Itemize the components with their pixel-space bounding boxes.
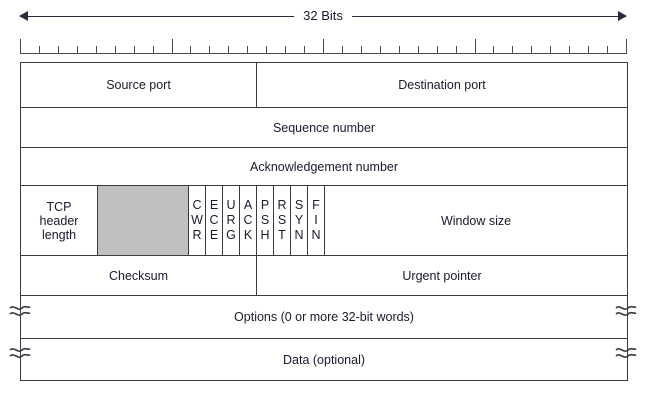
flag-cell-fin: F I N <box>307 185 325 256</box>
flag-letter: S <box>260 213 270 227</box>
cell-window-size: Window size <box>323 185 629 256</box>
flag-letter: H <box>260 228 270 242</box>
ruler-tick-minor <box>550 46 552 54</box>
flag-letter: T <box>278 228 286 242</box>
ruler-tick-major <box>323 39 324 54</box>
flag-letter: Y <box>294 213 304 227</box>
table-row-ports: Source port Destination port <box>20 62 629 108</box>
cell-urgent-pointer: Urgent pointer <box>255 255 629 296</box>
flag-letter: C <box>243 213 253 227</box>
cell-source-port: Source port <box>20 62 257 108</box>
flag-cell-rst: R S T <box>273 185 291 256</box>
arrow-head-right-icon <box>618 11 627 21</box>
ruler-tick-minor <box>76 46 78 54</box>
ruler-tick-minor <box>304 46 306 54</box>
flag-letter: U <box>226 198 236 212</box>
ruler-tick-minor <box>247 46 249 54</box>
ruler-tick-minor <box>114 46 116 54</box>
table-row-sequence: Sequence number <box>19 107 629 148</box>
ruler-tick-minor <box>417 46 419 54</box>
ruler-tick-minor <box>133 46 135 54</box>
ruler-tick-minor <box>228 46 230 54</box>
cell-acknowledgement-number: Acknowledgement number <box>19 147 629 186</box>
ruler-tick-minor <box>341 46 343 54</box>
ruler-tick-minor <box>266 46 268 54</box>
flag-cell-ack: A C K <box>239 185 257 256</box>
flag-cell-cwr: C W R <box>188 185 206 256</box>
flag-letter: G <box>226 228 236 242</box>
arrow-head-left-icon <box>19 11 28 21</box>
ruler-tick-minor <box>38 46 40 54</box>
cell-tcp-header-length: TCP header length <box>20 185 98 256</box>
flag-letter: P <box>260 198 270 212</box>
flag-letter: C <box>209 213 219 227</box>
ruler-tick-major <box>626 39 627 54</box>
cell-sequence-number: Sequence number <box>19 107 629 148</box>
tcp-header-length-line-1: TCP <box>46 199 72 214</box>
flag-letter: E <box>209 228 219 242</box>
flag-letter: E <box>209 198 219 212</box>
ruler-tick-major <box>171 39 173 54</box>
bit-ruler <box>20 36 627 54</box>
table-row-options: Options (0 or more 32-bit words) <box>19 295 629 339</box>
bit-width-indicator: 32 Bits <box>19 6 627 26</box>
flag-cell-urg: U R G <box>222 185 240 256</box>
ruler-tick-minor <box>436 46 438 54</box>
flag-letter: N <box>294 228 304 242</box>
flag-letter: C <box>192 198 202 212</box>
ruler-tick-minor <box>455 46 457 54</box>
ruler-tick-minor <box>285 46 287 54</box>
flag-letter: S <box>277 213 287 227</box>
flag-letter: F <box>312 198 320 212</box>
flag-letter: K <box>243 228 253 242</box>
flag-letter: N <box>311 228 321 242</box>
flag-cell-syn: S Y N <box>290 185 308 256</box>
flag-letter: A <box>243 198 253 212</box>
table-row-data: Data (optional) <box>19 338 629 381</box>
ruler-tick-major <box>20 39 21 54</box>
flag-letter: W <box>191 213 203 227</box>
ruler-tick-minor <box>379 46 381 54</box>
ruler-tick-major <box>474 39 476 54</box>
ruler-tick-minor <box>531 46 533 54</box>
ruler-tick-minor <box>190 46 192 54</box>
flag-letter: R <box>192 228 202 242</box>
table-row-acknowledgement: Acknowledgement number <box>19 147 629 186</box>
ruler-tick-minor <box>152 46 154 54</box>
cell-checksum: Checksum <box>20 255 257 296</box>
cell-reserved-bits <box>97 185 189 256</box>
tcp-header-length-line-3: length <box>41 227 77 242</box>
ruler-tick-minor <box>398 46 400 54</box>
ruler-tick-minor <box>360 46 362 54</box>
cell-options: Options (0 or more 32-bit words) <box>19 295 629 339</box>
flag-letter: S <box>294 198 304 212</box>
bit-width-label: 32 Bits <box>294 6 352 26</box>
ruler-tick-minor <box>569 46 571 54</box>
flag-letter: I <box>314 213 318 227</box>
flag-cell-ece: E C E <box>205 185 223 256</box>
tcp-header-length-line-2: header <box>39 213 79 228</box>
flag-letter: R <box>277 198 287 212</box>
ruler-tick-minor <box>57 46 59 54</box>
table-row-checksum: Checksum Urgent pointer <box>20 255 629 296</box>
flag-cell-psh: P S H <box>256 185 274 256</box>
ruler-tick-minor <box>209 46 211 54</box>
ruler-tick-minor <box>95 46 97 54</box>
cell-destination-port: Destination port <box>255 62 629 108</box>
ruler-tick-minor <box>607 46 609 54</box>
ruler-tick-minor <box>512 46 514 54</box>
table-row-flags: TCP header length C W R E C E U R <box>20 185 629 256</box>
tcp-header-table: Source port Destination port Sequence nu… <box>19 62 629 381</box>
ruler-tick-minor <box>493 46 495 54</box>
flag-letter: R <box>226 213 236 227</box>
cell-data: Data (optional) <box>19 338 629 381</box>
ruler-tick-minor <box>588 46 590 54</box>
